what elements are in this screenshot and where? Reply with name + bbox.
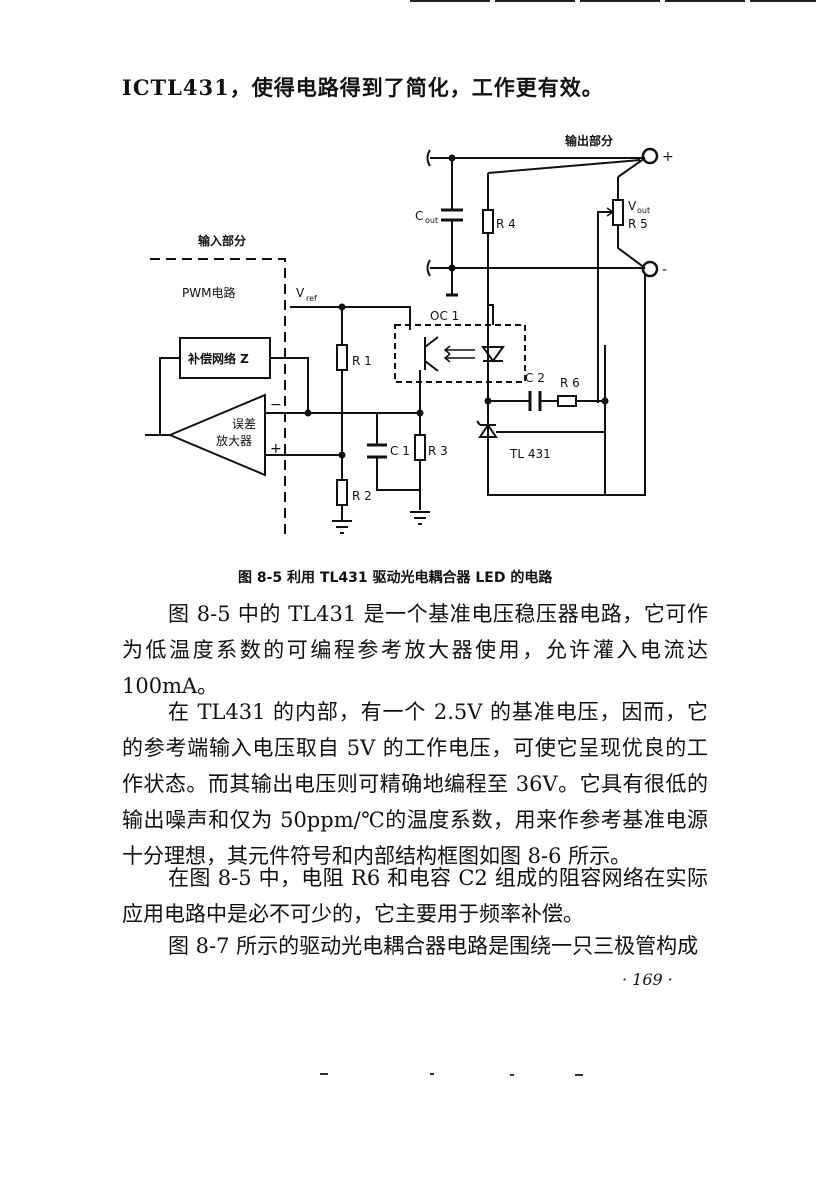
top-rule-2	[495, 0, 575, 2]
amp-plus-label: +	[270, 441, 282, 457]
tl431-symbol	[476, 420, 498, 438]
pwm-dashed-border-top	[150, 258, 286, 540]
vref-junction	[338, 303, 346, 311]
scan-speck-4	[575, 1074, 583, 1076]
vref-label: V	[296, 286, 305, 300]
paragraph-4: 图 8-7 所示的驱动光电耦合器电路是围绕一只三极管构成	[168, 934, 699, 958]
cout-junction-bottom	[448, 264, 456, 272]
out-plus-label: +	[662, 149, 674, 165]
figure-caption: 图 8-5 利用 TL431 驱动光电耦合器 LED 的电路	[238, 570, 553, 586]
r5-top	[617, 157, 646, 178]
r2-ground	[332, 520, 352, 534]
vref-wire	[290, 306, 411, 520]
c1-plates	[367, 443, 387, 459]
tl431-label: TL 431	[509, 447, 551, 461]
r3-label: R 3	[428, 444, 448, 458]
scan-speck-2	[430, 1073, 434, 1075]
compensation-left-wire	[159, 357, 180, 436]
error-amp-plus-junction	[338, 451, 346, 459]
top-rule-1	[410, 0, 490, 2]
page-number: · 169 ·	[622, 970, 673, 989]
output-bottom-left-hook	[426, 259, 431, 277]
compensation-label: 补偿网络 Z	[187, 351, 249, 366]
amp-label-2: 放大器	[216, 433, 252, 448]
vout-sub-label: out	[637, 206, 650, 215]
r3-ground	[410, 511, 430, 525]
optocoupler-arrows	[443, 345, 475, 363]
amp-label-1: 误差	[232, 417, 256, 431]
cout-sub-label: out	[425, 216, 438, 225]
oc1-label: OC 1	[430, 309, 459, 323]
r2-resistor	[336, 479, 348, 506]
paragraph-1: 图 8-5 中的 TL431 是一个基准电压稳压器电路，它可作为低温度系数的可编…	[122, 602, 708, 698]
error-amp-triangle	[167, 393, 266, 477]
continued-line: ICTL431，使得电路得到了简化，工作更有效。	[122, 75, 604, 100]
r1-label: R 1	[352, 354, 372, 368]
tl431-ref-wire	[496, 401, 606, 433]
output-top-left-hook	[426, 149, 431, 167]
led-symbol	[481, 346, 505, 363]
top-rule-5	[750, 0, 816, 2]
paragraph-2: 在 TL431 的内部，有一个 2.5V 的基准电压，因而，它的参考端输入电压取…	[122, 700, 708, 868]
output-plus-terminal	[641, 147, 659, 165]
c2-plates	[528, 391, 542, 411]
out-minus-label: -	[662, 262, 667, 278]
input-section-label: 输入部分	[198, 233, 246, 248]
vout-label: V	[628, 199, 637, 213]
cout-label: C	[415, 209, 423, 223]
compensation-right-wire	[270, 357, 309, 413]
circuit-diagram: 输出部分 + - 输入部分 PWM电路 V ref 补偿网络 Z 误差 放大器 …	[145, 133, 674, 540]
top-rule-4	[665, 0, 745, 2]
r4-top-feed	[487, 159, 641, 174]
cout-plates	[441, 208, 463, 222]
r5-wiper	[597, 211, 613, 403]
r5-wire	[617, 177, 646, 269]
r6-label: R 6	[560, 376, 580, 390]
c1-label: C 1	[390, 444, 410, 458]
optocoupler-box	[394, 324, 526, 383]
r5-resistor	[612, 199, 624, 226]
scan-speck-3	[510, 1074, 514, 1076]
r5-wiper-arrow	[606, 207, 615, 217]
output-minus-terminal	[641, 260, 659, 278]
r5-label: R 5	[628, 217, 648, 231]
r6-resistor	[557, 395, 577, 407]
r4-label: R 4	[496, 217, 516, 231]
output-minus-return	[605, 275, 646, 496]
r4-resistor	[482, 209, 494, 234]
r1-resistor	[336, 344, 348, 371]
c2-label: C 2	[525, 371, 545, 385]
top-rule-3	[580, 0, 660, 2]
photo-transistor	[424, 336, 439, 372]
r3-resistor	[414, 434, 426, 461]
paragraph-3: 在图 8-5 中，电阻 R6 和电容 C2 组成的阻容网络在实际应用电路中是必不…	[122, 866, 708, 926]
pwm-label: PWM电路	[182, 285, 235, 300]
led-anode-wire	[488, 304, 494, 325]
tl431-cathode-junction	[484, 397, 492, 405]
cout-junction-top	[448, 154, 456, 162]
scan-speck-1	[320, 1073, 328, 1075]
output-section-label: 输出部分	[565, 133, 613, 148]
amp-minus-label: −	[270, 397, 282, 413]
r2-label: R 2	[352, 489, 372, 503]
vref-sub-label: ref	[306, 294, 317, 303]
